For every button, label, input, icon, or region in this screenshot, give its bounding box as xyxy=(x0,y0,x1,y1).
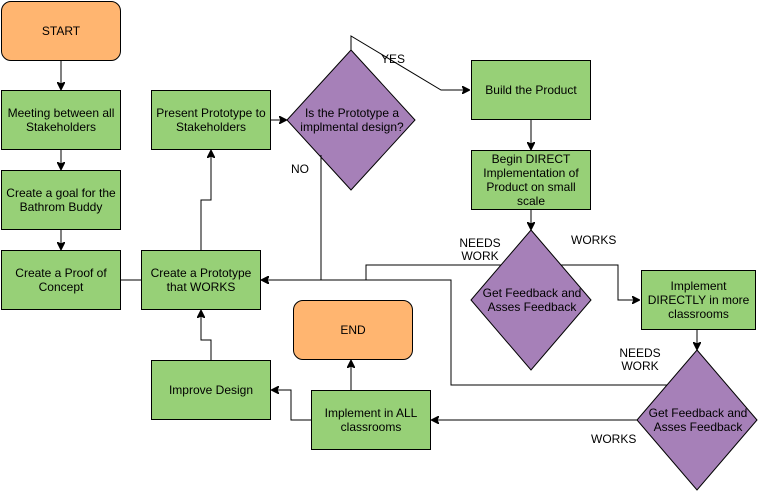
edge-decision-yes-to-build xyxy=(350,35,469,90)
needs-work-label-2: NEEDS WORK xyxy=(619,346,661,373)
start-terminal: START xyxy=(1,1,121,61)
yes-label: YES xyxy=(381,52,406,66)
decision-prototype-label: Is the Prototype a implmental design? xyxy=(300,106,404,134)
edge-feedback2-needswork-to-prototype xyxy=(262,280,667,386)
edge-feedback1-works-to-more xyxy=(561,264,639,300)
improve-design-box: Improve Design xyxy=(151,360,271,420)
create-goal-box: Create a goal for the Bathrom Buddy xyxy=(1,170,121,230)
edge-feedback1-needswork-to-prototype xyxy=(321,264,501,281)
needs-work-label-1: NEEDS WORK xyxy=(459,236,501,263)
end-terminal: END xyxy=(293,300,413,360)
create-prototype-box: Create a Prototype that WORKS xyxy=(141,250,261,310)
decision-feedback-2-label: Get Feedback and Asses Feedback xyxy=(648,406,748,434)
meeting-stakeholders-box: Meeting between all Stakeholders xyxy=(1,90,121,150)
build-product-box: Build the Product xyxy=(471,60,591,120)
proof-of-concept-box: Create a Proof of Concept xyxy=(1,250,121,310)
no-label: NO xyxy=(291,162,309,176)
decision-diamond-prototype xyxy=(286,49,416,191)
edge-improve-to-prototype xyxy=(201,311,212,360)
works-label-2: WORKS xyxy=(591,432,637,446)
edge-all-to-improve xyxy=(272,390,311,421)
edge-prototype-to-present xyxy=(200,151,211,250)
implement-more-classrooms-box: Implement DIRECTLY in more classrooms xyxy=(641,270,756,330)
present-prototype-box: Present Prototype to Stakeholders xyxy=(151,90,271,150)
works-label-1: WORKS xyxy=(571,233,617,247)
direct-implementation-box: Begin DIRECT Implementation of Product o… xyxy=(471,150,591,210)
implement-all-classrooms-box: Implement in ALL classrooms xyxy=(311,390,431,450)
decision-feedback-1-label: Get Feedback and Asses Feedback xyxy=(482,286,582,314)
